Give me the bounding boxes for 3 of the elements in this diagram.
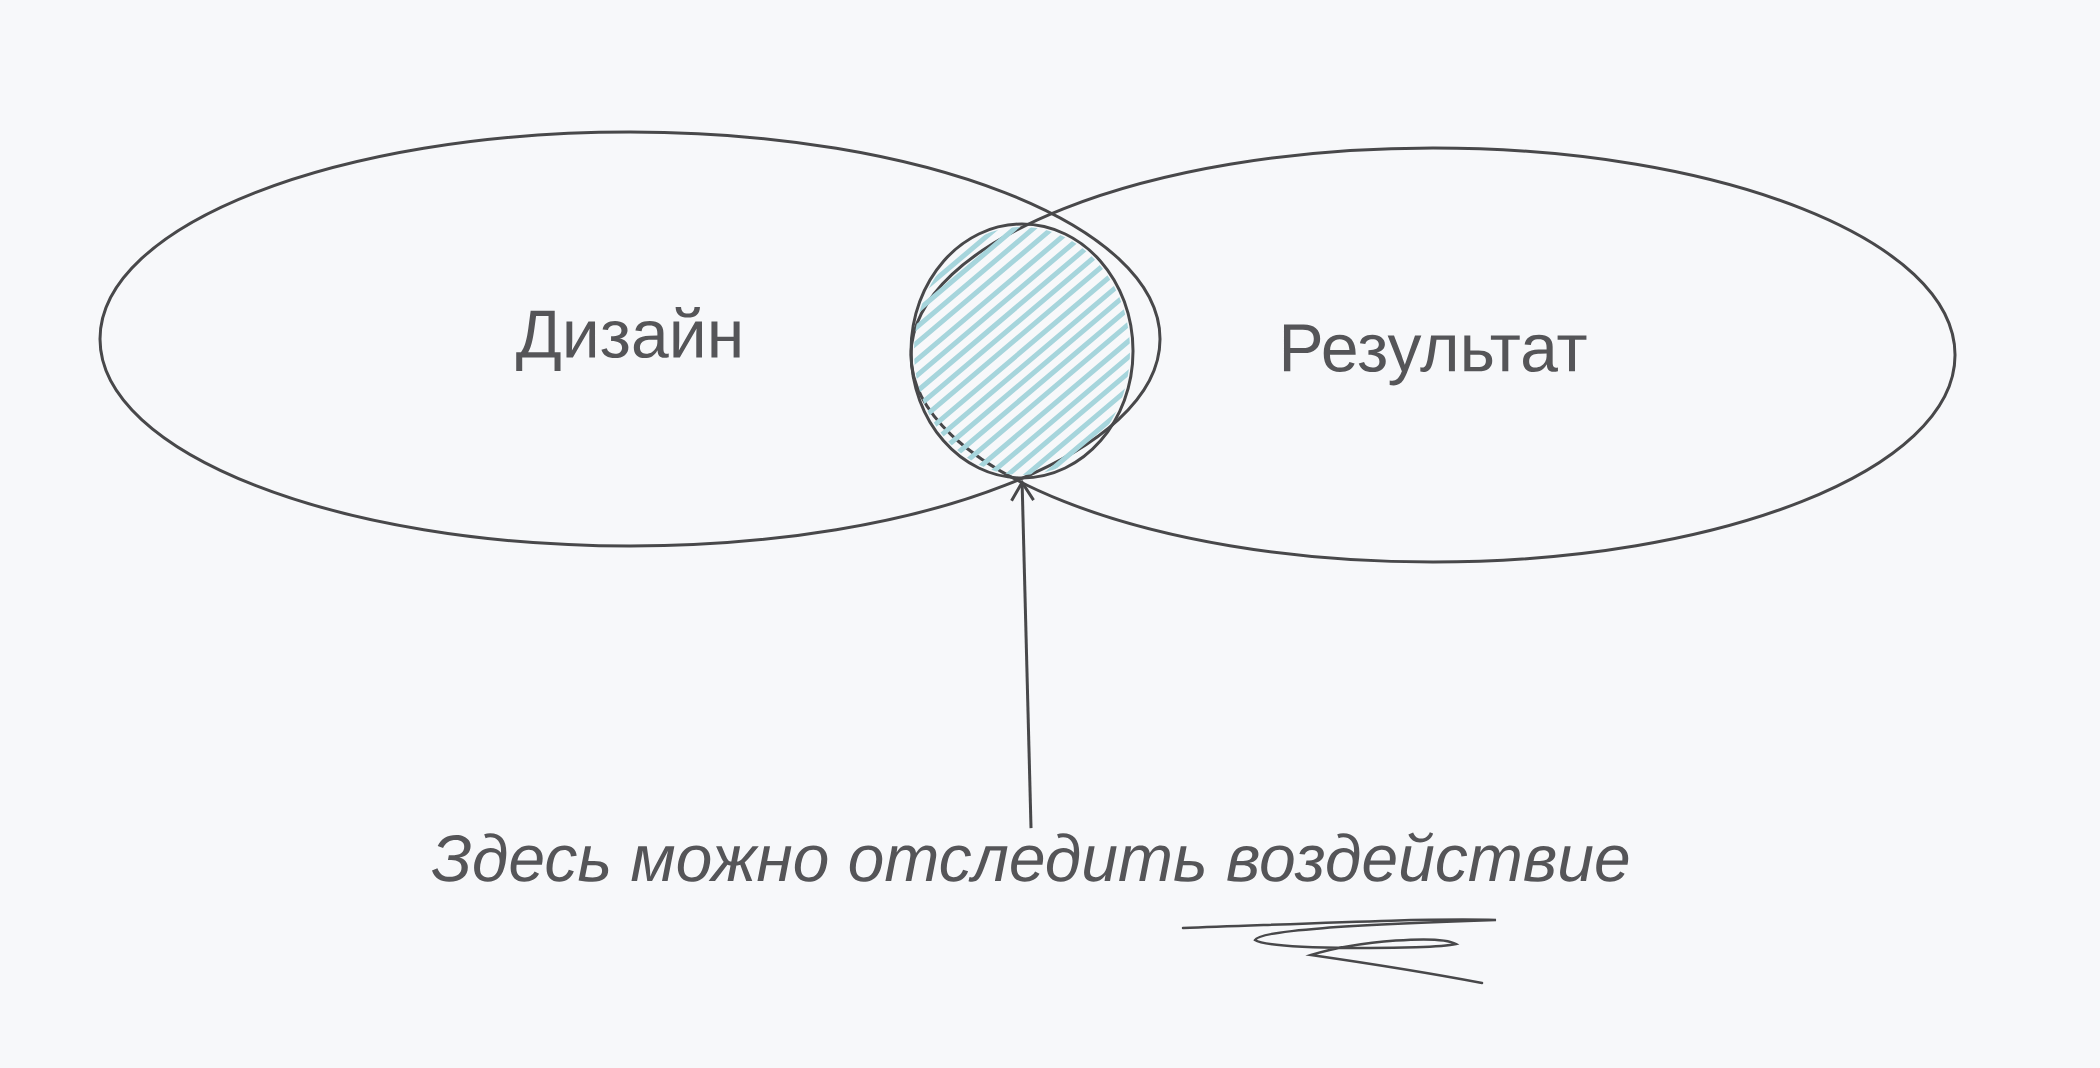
caption-text: Здесь можно отследить воздействие bbox=[432, 832, 1629, 882]
shaded-circle bbox=[909, 222, 1135, 480]
arrow bbox=[1010, 479, 1035, 829]
